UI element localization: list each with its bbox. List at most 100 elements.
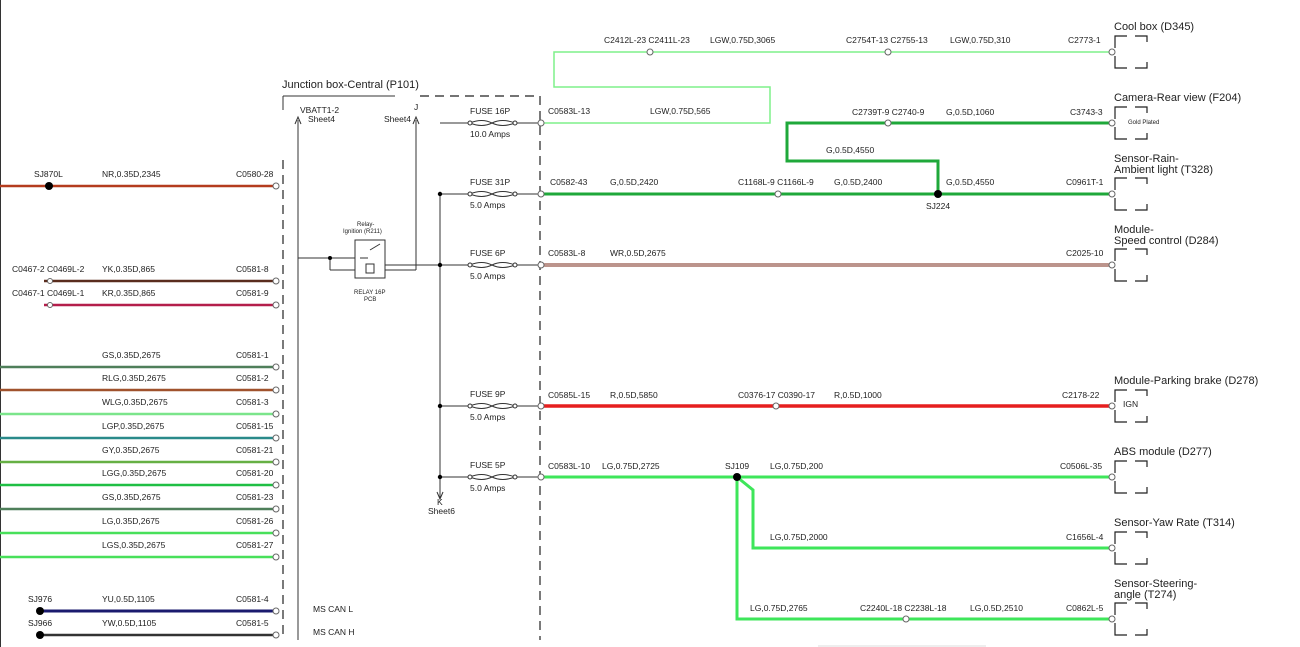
fuse: FUSE 31P 5.0 Amps — [437, 177, 541, 210]
component-name: Sensor-Yaw Rate (T314) — [1114, 517, 1235, 529]
f31-wire-3: G,0.5D,4550 — [946, 177, 994, 187]
f16-wire: LGW,0.75D,565 — [650, 106, 711, 116]
left-conn-label: C0581-26 — [236, 516, 274, 526]
component-bracket — [1114, 177, 1148, 211]
component-name-2: Ambient light (T328) — [1114, 164, 1213, 176]
f5-end-conn: C0506L-35 — [1060, 461, 1102, 471]
can-h-label: MS CAN H — [313, 627, 355, 637]
cool-top-wire: LGW,0.75D,3065 — [710, 35, 775, 45]
fuse-name: FUSE 6P — [470, 248, 506, 258]
fuse-name: FUSE 9P — [470, 389, 506, 399]
relay-title-1: Relay- — [357, 222, 374, 228]
vbatt-feed — [294, 115, 302, 640]
bus-node — [437, 474, 443, 480]
bus-node — [437, 262, 443, 268]
component: Sensor-Rain-Ambient light (T328) — [1114, 153, 1213, 211]
f5-wire: LG,0.75D,2725 — [602, 461, 660, 471]
g4550-up-wire: G,0.5D,4550 — [826, 145, 874, 155]
component-name-2: angle (T274) — [1114, 589, 1176, 601]
fuse-name: FUSE 16P — [470, 106, 510, 116]
wire-rain-sensor — [537, 190, 1116, 198]
left-wire-label: LG,0.35D,2675 — [102, 516, 160, 526]
left-wire: LG,0.35D,2675 C0581-26 — [0, 516, 280, 537]
vbatt-sheet-label: Sheet4 — [308, 114, 335, 124]
component-bracket — [1114, 106, 1148, 140]
f5-start-conn: C0583L-10 — [548, 461, 590, 471]
f31-end-conn: C0961T-1 — [1066, 177, 1104, 187]
component-bracket — [1114, 248, 1148, 282]
left-conn-label: C0581-20 — [236, 468, 274, 478]
left-conn-label: C0581-5 — [236, 618, 269, 628]
f6-start-conn: C0583L-8 — [548, 248, 586, 258]
left-wire-label: LGG,0.35D,2675 — [102, 468, 167, 478]
bus-node — [437, 191, 443, 197]
wire-terminal — [272, 481, 280, 489]
cam-wire: G,0.5D,1060 — [946, 107, 994, 117]
left-wire-label: YW,0.5D,1105 — [102, 618, 156, 628]
left-wire-label: WLG,0.35D,2675 — [102, 397, 168, 407]
splice-node — [36, 631, 44, 639]
vbatt-label: VBATT1-2 — [300, 105, 339, 115]
left-id: C0467-1 C0469L-1 — [12, 288, 85, 298]
yaw-wire: LG,0.75D,2000 — [770, 532, 828, 542]
left-wire-label: YK,0.35D,865 — [102, 264, 155, 274]
fuse-name: FUSE 31P — [470, 177, 510, 187]
inline-connector — [47, 302, 53, 308]
f31-mid-conn: C1168L-9 C1166L-9 — [738, 177, 814, 187]
f9-end-conn: C2178-22 — [1062, 390, 1100, 400]
relay-ignition — [298, 239, 440, 279]
wire-abs-yaw-steer — [537, 473, 1116, 623]
left-conn-label: C0581-8 — [236, 264, 269, 274]
component-inner-label: Gold Plated — [1128, 120, 1159, 126]
left-id: SJ870L — [34, 169, 63, 179]
wire-terminal — [272, 277, 280, 285]
wire-terminal — [272, 363, 280, 371]
component-name-2: Speed control (D284) — [1114, 235, 1219, 247]
left-wire: LGG,0.35D,2675 C0581-20 — [0, 468, 280, 489]
component: Sensor-Yaw Rate (T314) — [1114, 517, 1235, 565]
splice-node — [45, 182, 53, 190]
sj109-label: SJ109 — [725, 461, 749, 471]
f5-wire-2: LG,0.75D,200 — [770, 461, 823, 471]
component: Module-Speed control (D284) — [1114, 224, 1219, 282]
component: ABS module (D277) — [1114, 446, 1212, 494]
f9-start-conn: C0585L-15 — [548, 390, 590, 400]
component: Camera-Rear view (F204)Gold Plated — [1114, 92, 1241, 140]
left-wire-label: YU,0.5D,1105 — [102, 594, 155, 604]
cool-top-conn: C2412L-23 C2411L-23 — [604, 35, 690, 45]
cam-end-conn: C3743-3 — [1070, 107, 1103, 117]
wire-terminal — [272, 458, 280, 466]
left-conn-label: C0581-9 — [236, 288, 269, 298]
can-l-label: MS CAN L — [313, 604, 353, 614]
fuse-amps: 5.0 Amps — [470, 200, 505, 210]
wire-terminal — [272, 434, 280, 442]
cool-mid-wire: LGW,0.75D,310 — [950, 35, 1011, 45]
fuse-name: FUSE 5P — [470, 460, 506, 470]
cool-end-conn: C2773-1 — [1068, 35, 1101, 45]
f6-wire: WR,0.5D,2675 — [610, 248, 666, 258]
wire-camera — [785, 119, 1116, 194]
wire-terminal — [272, 301, 280, 309]
left-wire-label: LGS,0.35D,2675 — [102, 540, 166, 550]
component-bracket — [1114, 389, 1148, 423]
wire-terminal — [272, 386, 280, 394]
component-name: ABS module (D277) — [1114, 446, 1212, 458]
left-conn-label: C0581-1 — [236, 350, 269, 360]
wire-terminal — [272, 410, 280, 418]
component-name: Sensor-Rain- — [1114, 153, 1179, 165]
fuse: FUSE 5P5.0 Amps — [437, 460, 541, 493]
k-sheet-label: Sheet6 — [428, 506, 455, 516]
steer-wire: LG,0.75D,2765 — [750, 603, 808, 613]
left-conn-label: C0580-28 — [236, 169, 274, 179]
left-conn-label: C0581-27 — [236, 540, 274, 550]
cool-mid-conn: C2754T-13 C2755-13 — [846, 35, 928, 45]
bus-node — [437, 403, 443, 409]
f31-start-conn: C0582-43 — [550, 177, 588, 187]
